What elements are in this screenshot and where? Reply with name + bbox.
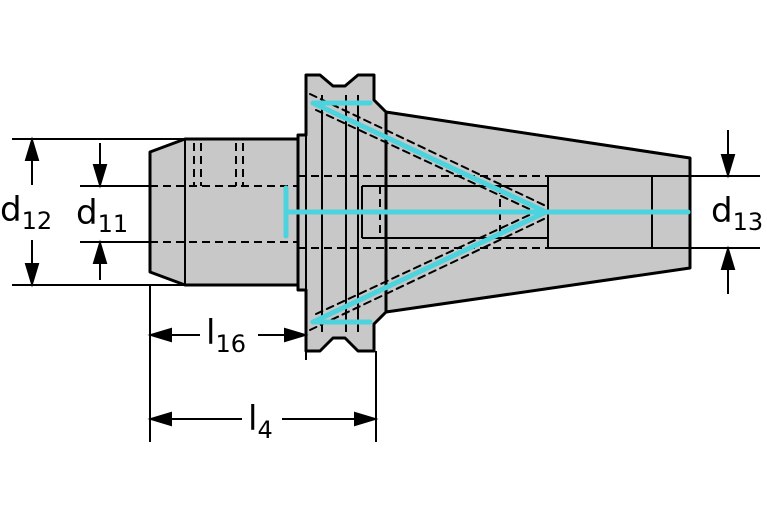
label-l4: l4 [248,399,273,444]
label-d12: d12 [0,190,52,235]
label-d13: d13 [711,191,763,236]
coolant-channels [283,93,691,331]
dimension-lines [12,130,760,442]
shank-body [148,137,300,287]
label-l16: l16 [206,313,246,358]
label-d11: d11 [76,193,128,238]
shank-hidden-thread [150,143,298,243]
